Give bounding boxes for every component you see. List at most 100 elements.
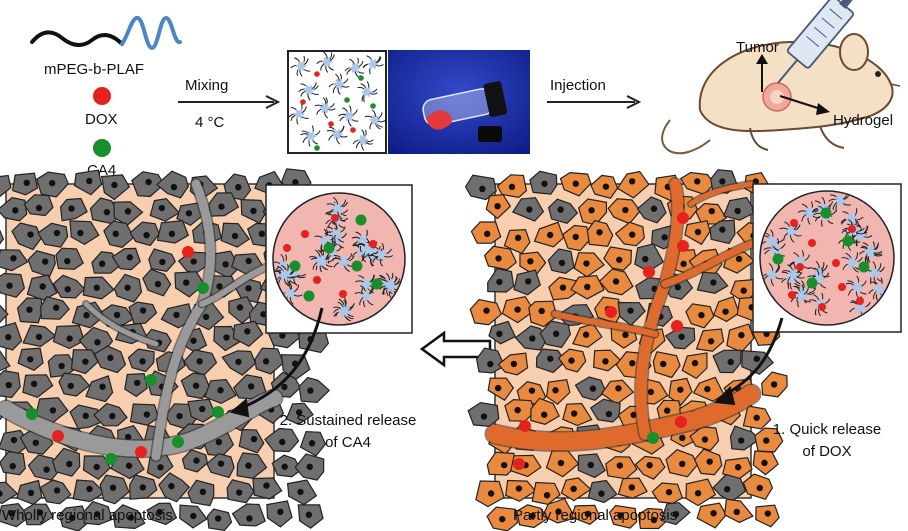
micelle-icon (364, 109, 386, 130)
tumor-cell (729, 425, 761, 451)
injection-label: Injection (550, 77, 606, 94)
micelle-icon (298, 82, 319, 101)
sustained-release-line1: 2. Sustained release (279, 412, 417, 429)
dox-particle (283, 244, 291, 252)
micelle-icon (761, 229, 784, 252)
micelle-icon (841, 252, 863, 273)
tumor-cell (37, 222, 69, 248)
dox-particle (513, 458, 525, 470)
dox-particle (52, 430, 64, 442)
ca4-particle (197, 282, 209, 294)
tumor-cell (519, 251, 547, 277)
micelle-icon (344, 57, 365, 78)
ca4-particle (172, 436, 184, 448)
tumor-cell (111, 247, 141, 271)
dox-particle (314, 71, 320, 77)
tumor-cell (0, 350, 11, 372)
dox-particle (818, 303, 826, 311)
tumor-cell (174, 271, 205, 298)
dox-particle (671, 320, 683, 332)
ca4-particle (212, 406, 224, 418)
tumor-cell (0, 502, 30, 528)
tumor-cell (0, 304, 9, 324)
ca4-particle (358, 75, 364, 81)
quick-release-line2: of DOX (802, 443, 852, 460)
ca4-particle (842, 235, 854, 247)
tissue-panel-partly-apoptosis (464, 169, 788, 531)
tumor-label: Tumor (736, 39, 779, 56)
tumor-cell (486, 451, 516, 476)
dox-particle (838, 283, 846, 291)
tumor-cell (55, 247, 84, 270)
dox-particle (328, 121, 334, 127)
micelle-icon (357, 81, 378, 103)
micelle-icon (309, 249, 331, 271)
tumor-cell (475, 347, 506, 374)
ca4-particle (26, 408, 38, 420)
tumor-cell (22, 374, 54, 398)
micelle-icon (288, 103, 309, 125)
mixing-label: Mixing (185, 77, 229, 94)
tumor-cell (85, 375, 114, 403)
ca4-particle (145, 374, 157, 386)
tumor-cell (238, 428, 265, 454)
dox-particle (135, 446, 147, 458)
micelle-icon (326, 125, 348, 145)
tumor-cell (27, 454, 59, 481)
dox-particle (675, 416, 687, 428)
hydrogel-zoom-panel-left (265, 184, 413, 334)
ca4-particle (806, 277, 818, 289)
micelle-icon (324, 221, 346, 246)
tumor-cell (298, 376, 331, 404)
caption-partly-regional-apoptosis: Partly regional apoptosis (513, 507, 678, 524)
micelle-icon (316, 51, 335, 73)
tumor-cell (616, 170, 650, 199)
micelle-icon (828, 192, 852, 212)
hydrogel-vial-photo (388, 50, 530, 154)
dox-particle (369, 240, 377, 248)
dox-particle (788, 291, 796, 299)
micelle-icon (279, 281, 303, 305)
dox-particle (856, 297, 864, 305)
dox-label: DOX (85, 111, 118, 128)
micelle-icon (354, 285, 375, 308)
dox-particle (677, 212, 689, 224)
sustained-release-line2: of CA4 (325, 434, 371, 451)
ca4-particle (647, 432, 659, 444)
tumor-cell (530, 397, 560, 425)
mouse-illustration (661, 0, 901, 155)
dox-particle (796, 263, 804, 271)
micelle-icon (326, 196, 349, 220)
dox-particle (519, 420, 531, 432)
micelle-icon (355, 274, 379, 295)
micelle-icon (328, 73, 350, 95)
micelle-icon (290, 55, 311, 77)
micelle-icon (779, 221, 802, 243)
micelle-icon (333, 299, 355, 322)
mixing-arrow-icon (178, 95, 281, 109)
tumor-cell (11, 222, 42, 251)
dox-particle (677, 240, 689, 252)
hydrogel-zoom-panel-right (752, 183, 902, 333)
micelle-icon (300, 125, 321, 147)
tumor-cell (503, 228, 531, 255)
ca4-particle (289, 260, 301, 272)
micelle-icon (789, 284, 811, 308)
tumor-cell (617, 301, 646, 327)
hydrogel-label: Hydrogel (833, 112, 894, 129)
dox-particle (182, 246, 194, 258)
tumor-cell (52, 447, 81, 477)
tissue-panel-wholly-apoptosis (0, 168, 331, 531)
dox-particle (300, 99, 306, 105)
ca4-particle (314, 145, 320, 151)
ca4-particle (355, 214, 367, 226)
dox-particle (832, 259, 840, 267)
quick-release-line1: 1. Quick release (772, 421, 882, 438)
tumor-cell (562, 402, 593, 427)
tumor-cell (545, 379, 571, 405)
tumor-cell (652, 351, 681, 379)
micelle-icon (357, 237, 378, 261)
dox-particle (808, 239, 816, 247)
